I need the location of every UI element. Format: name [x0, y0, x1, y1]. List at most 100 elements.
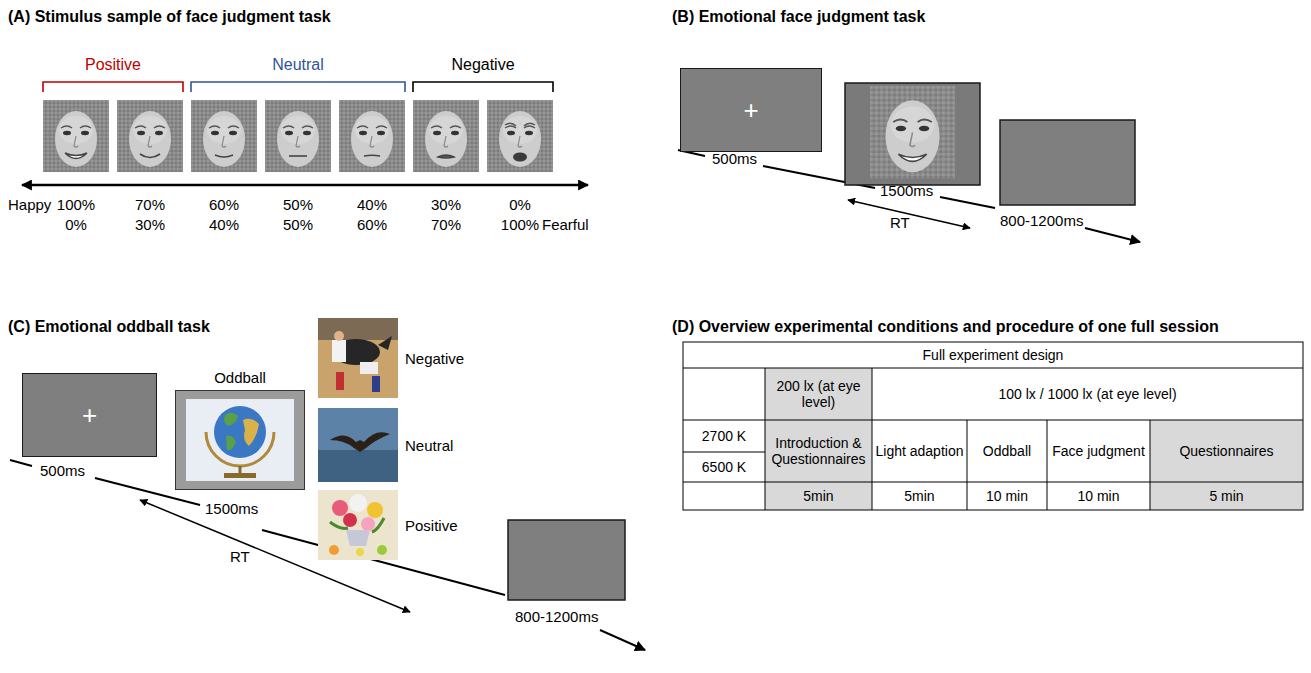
category-bracket [191, 82, 405, 92]
face-stimulus [289, 155, 307, 157]
percent-label: 50% [273, 216, 323, 233]
globe-picture [224, 473, 256, 478]
face-stimulus [339, 100, 405, 172]
percent-label: 40% [347, 196, 397, 213]
face-stimulus [191, 100, 257, 172]
globe-picture [243, 419, 259, 446]
timeline [600, 630, 645, 650]
percent-label: 30% [125, 216, 175, 233]
positive-picture [318, 490, 398, 560]
negative-picture [318, 318, 398, 398]
percent-label: 100% [51, 196, 101, 213]
table-cell: Questionnaires [1153, 443, 1300, 459]
timeline [1085, 228, 1140, 242]
procedure-table [1150, 420, 1151, 510]
duration-label: 1500ms [880, 182, 933, 199]
percent-label: 100% [495, 216, 545, 233]
percent-label: 0% [495, 196, 545, 213]
procedure-table [683, 342, 1303, 510]
globe-picture [224, 413, 238, 426]
face-stimulus [43, 100, 109, 172]
procedure-table [1150, 420, 1303, 510]
table-cell: 5min [875, 488, 964, 504]
happy-fearful-axis [22, 184, 588, 187]
oddball-screen: Oddball [175, 390, 305, 490]
positive-picture [377, 545, 387, 555]
table-cell: 200 lx (at eye level) [768, 378, 869, 410]
face-stimulus [265, 100, 331, 172]
category-label: Positive [405, 517, 458, 534]
globe-picture [175, 390, 305, 490]
percent-label: 40% [199, 216, 249, 233]
category-bracket [43, 82, 553, 92]
positive-picture [361, 517, 375, 531]
percent-label: 60% [347, 216, 397, 233]
percent-label: 60% [199, 196, 249, 213]
bracket-label: Negative [433, 56, 533, 74]
rt-label: RT [890, 214, 910, 231]
timeline [10, 460, 645, 650]
table-cell: Full experiment design [686, 347, 1300, 363]
procedure-table [1047, 420, 1048, 510]
bracket-label: Positive [63, 56, 163, 74]
blank-screen [508, 520, 625, 600]
axis-end-label: Fearful [542, 216, 589, 233]
procedure-table [872, 368, 873, 510]
face-screen [870, 86, 955, 179]
table-cell: Face judgment [1050, 443, 1147, 459]
procedure-table [683, 342, 1303, 510]
table-cell: Light adaption [875, 443, 964, 459]
face-stimulus [413, 100, 479, 172]
neutral-picture [318, 408, 398, 482]
globe-picture [239, 466, 242, 474]
globe-picture [175, 390, 305, 490]
positive-picture [329, 545, 339, 555]
procedure-table [683, 482, 1303, 483]
globe-picture [186, 399, 294, 481]
blank-screen [1000, 120, 1135, 205]
panel-title: (B) Emotional face judgment task [672, 8, 925, 26]
procedure-table [967, 420, 968, 510]
rt-label: RT [230, 548, 250, 565]
table-cell: 10 min [1050, 488, 1147, 504]
timeline [10, 460, 32, 466]
panel-title: (D) Overview experimental conditions and… [672, 318, 1219, 336]
face-stimulus [43, 100, 553, 172]
positive-picture [349, 494, 367, 512]
negative-picture [334, 331, 344, 341]
globe-picture [214, 406, 266, 458]
face-stimulus [117, 100, 183, 172]
procedure-table [765, 368, 766, 510]
category-label: Neutral [405, 437, 453, 454]
duration-label: 500ms [712, 150, 757, 167]
percent-label: 0% [51, 216, 101, 233]
procedure-table [683, 452, 765, 453]
duration-label: 500ms [40, 462, 85, 479]
panel-title: (A) Stimulus sample of face judgment tas… [8, 8, 331, 26]
fixation-screen: + [22, 373, 157, 457]
category-bracket [43, 82, 183, 92]
positive-picture [332, 500, 348, 516]
table-cell: 5 min [1153, 488, 1300, 504]
face-stimulus [140, 154, 160, 158]
positive-picture [343, 513, 357, 527]
positive-picture [356, 548, 364, 556]
face-stimulus [265, 100, 331, 172]
table-cell: 10 min [970, 488, 1044, 504]
table-cell: 100 lx / 1000 lx (at eye level) [875, 386, 1300, 402]
procedure-table [683, 420, 1303, 421]
negative-picture [332, 340, 346, 362]
negative-picture [372, 376, 380, 392]
face-stimulus [487, 100, 553, 172]
negative-picture [336, 372, 344, 390]
face-stimulus [487, 100, 553, 172]
positive-picture [330, 518, 384, 532]
table-cell: Introduction & Questionnaires [768, 435, 869, 467]
percent-label: 30% [421, 196, 471, 213]
procedure-table [765, 368, 872, 510]
duration-label: 1500ms [205, 500, 258, 517]
face-stimulus [505, 123, 535, 126]
table-cell: Oddball [970, 443, 1044, 459]
negative-picture [318, 318, 398, 398]
